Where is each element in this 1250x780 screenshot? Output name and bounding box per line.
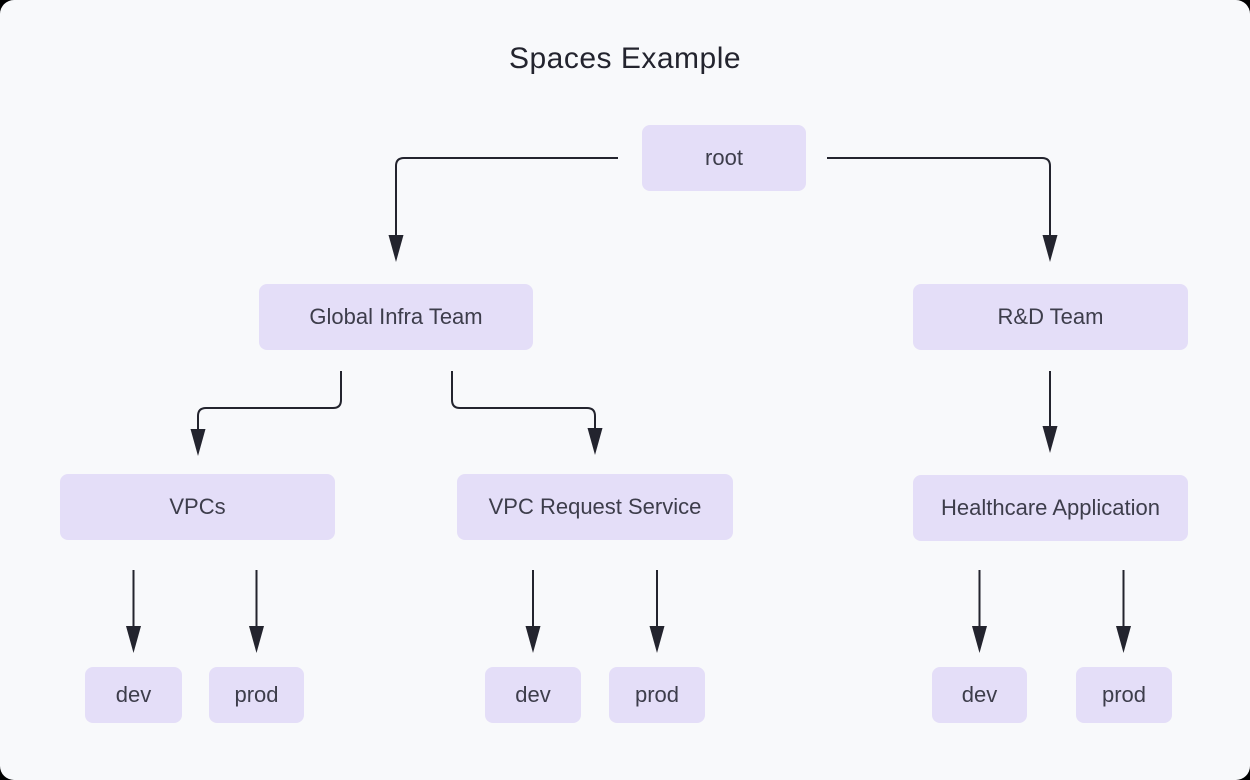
node-global-infra-team: Global Infra Team: [259, 284, 533, 350]
node-label: prod: [234, 682, 279, 707]
node-label: VPCs: [169, 494, 226, 519]
arrowhead-icon: [126, 626, 141, 653]
edge-root-to-rd-team: [827, 157, 1058, 262]
edge-healthcare-application-to-prod: [1116, 570, 1131, 653]
diagram-title: Spaces Example: [508, 42, 742, 75]
node-vpcs-dev: dev: [85, 667, 182, 723]
edge-vpcs-to-prod: [249, 570, 264, 653]
node-rd-team: R&D Team: [913, 284, 1188, 350]
edge-global-infra-team-to-vpcs: [190, 371, 342, 456]
edge-global-infra-team-to-vpc-request-service: [451, 371, 603, 455]
node-vpc-request-service-dev: dev: [485, 667, 581, 723]
edge-vpcs-to-dev: [126, 570, 141, 653]
node-vpc-request-service-prod: prod: [609, 667, 705, 723]
arrowhead-icon: [249, 626, 264, 653]
node-label: Healthcare Application: [941, 495, 1160, 520]
node-label: root: [705, 145, 743, 170]
edge-line: [827, 157, 1051, 236]
node-healthcare-application-prod: prod: [1076, 667, 1172, 723]
edge-healthcare-application-to-dev: [972, 570, 987, 653]
edge-root-to-global-infra-team: [388, 157, 618, 262]
arrowhead-icon: [587, 428, 603, 455]
node-label: R&D Team: [997, 304, 1104, 329]
edge-vpc-request-service-to-prod: [649, 570, 665, 653]
node-label: VPC Request Service: [488, 494, 702, 519]
edge-line: [197, 371, 342, 430]
node-vpc-request-service: VPC Request Service: [457, 474, 733, 540]
edge-line: [395, 157, 618, 236]
edge-line: [451, 371, 596, 429]
node-label: prod: [1101, 682, 1147, 707]
arrowhead-icon: [1116, 626, 1131, 653]
arrowhead-icon: [388, 235, 404, 262]
arrowhead-icon: [649, 626, 665, 653]
node-label: dev: [961, 682, 998, 707]
arrowhead-icon: [1042, 426, 1058, 453]
node-label: Global Infra Team: [309, 304, 483, 329]
arrowhead-icon: [972, 626, 987, 653]
node-label: dev: [115, 682, 152, 707]
node-vpcs: VPCs: [60, 474, 335, 540]
node-vpcs-prod: prod: [209, 667, 304, 723]
node-healthcare-application: Healthcare Application: [913, 475, 1188, 541]
arrowhead-icon: [525, 626, 541, 653]
node-label: prod: [634, 682, 680, 707]
edge-vpc-request-service-to-dev: [525, 570, 541, 653]
node-label: dev: [515, 682, 551, 707]
arrowhead-icon: [190, 429, 206, 456]
arrowhead-icon: [1042, 235, 1058, 262]
node-healthcare-application-dev: dev: [932, 667, 1027, 723]
edge-rd-team-to-healthcare-application: [1042, 371, 1058, 453]
node-root: root: [642, 125, 806, 191]
